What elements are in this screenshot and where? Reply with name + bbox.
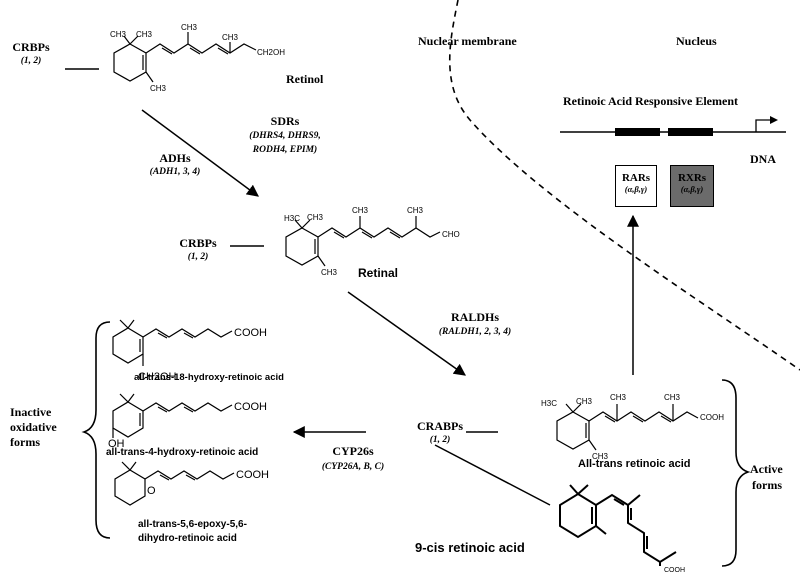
inactive-label-3: forms — [10, 435, 40, 449]
dna-label: DNA — [750, 152, 776, 166]
9cis-structure-group: COOH — [664, 567, 685, 574]
retinol-crbps-sub: (1, 2) — [20, 56, 42, 66]
arrow-retinol-to-retinal — [141, 109, 259, 197]
nucleus-label: Nucleus — [676, 34, 717, 48]
adhs-label: ADHs — [159, 151, 191, 165]
inactive-metabolite-2-name: all-trans-4-hydroxy-retinoic acid — [106, 447, 259, 458]
9cis-name: 9-cis retinoic acid — [415, 540, 525, 555]
retinol-crbps-label: CRBPs — [12, 40, 50, 54]
cyp26s-sub: (CYP26A, B, C) — [321, 462, 385, 472]
svg-text:CH3: CH3 — [664, 393, 681, 402]
dna-strand — [560, 116, 786, 136]
rxr-name: RXRs — [677, 172, 707, 184]
svg-text:CH3: CH3 — [150, 84, 167, 93]
arrow-retinal-to-atra — [347, 291, 466, 376]
adhs-sub: (ADH1, 3, 4) — [149, 167, 201, 177]
svg-text:CH2OH: CH2OH — [138, 371, 177, 383]
svg-text:CH3: CH3 — [352, 206, 369, 215]
retinal-structure-labels: H3C CH3 CH3 CH3 CH3 CHO — [284, 206, 460, 277]
svg-text:COOH: COOH — [234, 401, 267, 413]
sdrs-sub-2: RODH4, EPIM) — [252, 145, 318, 155]
active-brace — [721, 379, 751, 567]
atra-name: All-trans retinoic acid — [578, 458, 691, 470]
retinal-crbps-label: CRBPs — [179, 236, 217, 250]
atra-structure — [556, 403, 699, 451]
sdrs-label: SDRs — [270, 114, 300, 128]
nuclear-membrane-label: Nuclear membrane — [418, 34, 517, 48]
rar-name: RARs — [621, 172, 651, 184]
inactive-metabolite-1-labels: COOH CH2OH — [138, 327, 267, 383]
inactive-metabolite-2-labels: COOH OH — [108, 401, 267, 450]
retinal-crbps-sub: (1, 2) — [187, 252, 209, 262]
svg-text:CHO: CHO — [442, 230, 460, 239]
svg-text:CH3: CH3 — [321, 268, 338, 277]
rar-box: RARs (α,β,γ) — [615, 165, 657, 207]
svg-text:CH3: CH3 — [592, 452, 609, 461]
rar-isoforms: (α,β,γ) — [624, 184, 648, 194]
nuclear-membrane-line — [448, 0, 800, 371]
inactive-metabolite-3-name-2: dihydro-retinoic acid — [138, 533, 237, 544]
inactive-metabolite-2-structure — [112, 393, 233, 438]
response-element-block-1 — [615, 128, 660, 136]
svg-text:O: O — [147, 485, 156, 497]
retinol-name: Retinol — [286, 72, 324, 86]
cyp26s-label: CYP26s — [332, 444, 374, 458]
active-label-1: Active — [750, 462, 783, 476]
inactive-metabolite-3-structure — [114, 461, 235, 506]
sdrs-sub-1: (DHRS4, DHRS9, — [249, 131, 321, 141]
svg-text:CH3: CH3 — [407, 206, 424, 215]
transcription-start-arrow — [755, 119, 774, 132]
svg-text:CH2OH: CH2OH — [257, 48, 285, 57]
rxr-isoforms: (α,β,γ) — [680, 184, 704, 194]
svg-text:CH3: CH3 — [610, 393, 627, 402]
svg-text:COOH: COOH — [236, 469, 269, 481]
9cis-structure — [559, 484, 677, 566]
inactive-metabolite-1-name: all-trans-18-hydroxy-retinoic acid — [134, 372, 284, 383]
svg-text:H3C: H3C — [541, 399, 557, 408]
svg-text:H3C: H3C — [284, 214, 300, 223]
raldhs-sub: (RALDH1, 2, 3, 4) — [438, 327, 512, 337]
svg-text:CH3: CH3 — [307, 213, 324, 222]
svg-text:CH3: CH3 — [576, 397, 593, 406]
svg-text:CH3: CH3 — [136, 30, 153, 39]
raldhs-label: RALDHs — [450, 310, 499, 324]
inactive-brace — [81, 321, 111, 539]
inactive-metabolite-1-structure — [112, 319, 233, 366]
retinol-structure-labels: CH3 CH3 CH3 CH3 CH3 CH2OH — [110, 23, 285, 93]
retinal-structure — [285, 216, 441, 267]
svg-text:COOH: COOH — [234, 327, 267, 339]
retinal-name: Retinal — [358, 266, 399, 280]
crabps-sub: (1, 2) — [429, 435, 451, 445]
rxr-box: RXRs (α,β,γ) — [670, 165, 714, 207]
crabps-label: CRABPs — [416, 419, 463, 433]
svg-text:CH3: CH3 — [222, 33, 239, 42]
svg-text:COOH: COOH — [700, 413, 724, 422]
inactive-label-1: Inactive — [10, 405, 52, 419]
crabp-9cis-link — [434, 444, 551, 506]
svg-text:CH3: CH3 — [110, 30, 127, 39]
inactive-label-2: oxidative — [10, 420, 57, 434]
response-element-block-2 — [668, 128, 713, 136]
inactive-metabolite-3-name-1: all-trans-5,6-epoxy-5,6- — [138, 519, 247, 530]
retinol-structure — [113, 32, 257, 83]
inactive-metabolite-3-labels: COOH O — [147, 469, 269, 497]
response-element-label: Retinoic Acid Responsive Element — [563, 94, 738, 108]
atra-structure-labels: H3C CH3 CH3 CH3 CH3 COOH — [541, 393, 724, 461]
svg-text:OH: OH — [108, 438, 125, 450]
active-label-2: forms — [752, 478, 782, 492]
svg-text:CH3: CH3 — [181, 23, 198, 32]
